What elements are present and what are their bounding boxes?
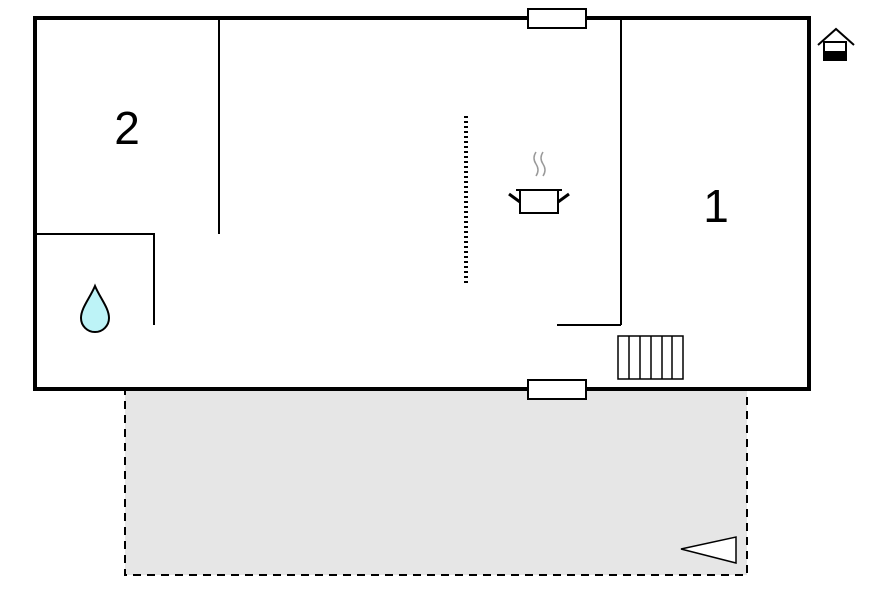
kitchen-pot-icon	[508, 151, 570, 214]
bottom-door	[527, 379, 587, 400]
top-window	[527, 8, 587, 29]
outer-wall	[33, 16, 811, 391]
stairs-icon	[617, 335, 684, 380]
room-label-2: 2	[114, 102, 140, 154]
floor-level-icon	[817, 27, 855, 61]
water-drop-icon	[79, 283, 111, 333]
partition-bathroom	[35, 233, 155, 325]
direction-triangle-icon	[680, 536, 737, 564]
room-label-1: 1	[703, 180, 729, 232]
terrace-area	[124, 388, 748, 576]
